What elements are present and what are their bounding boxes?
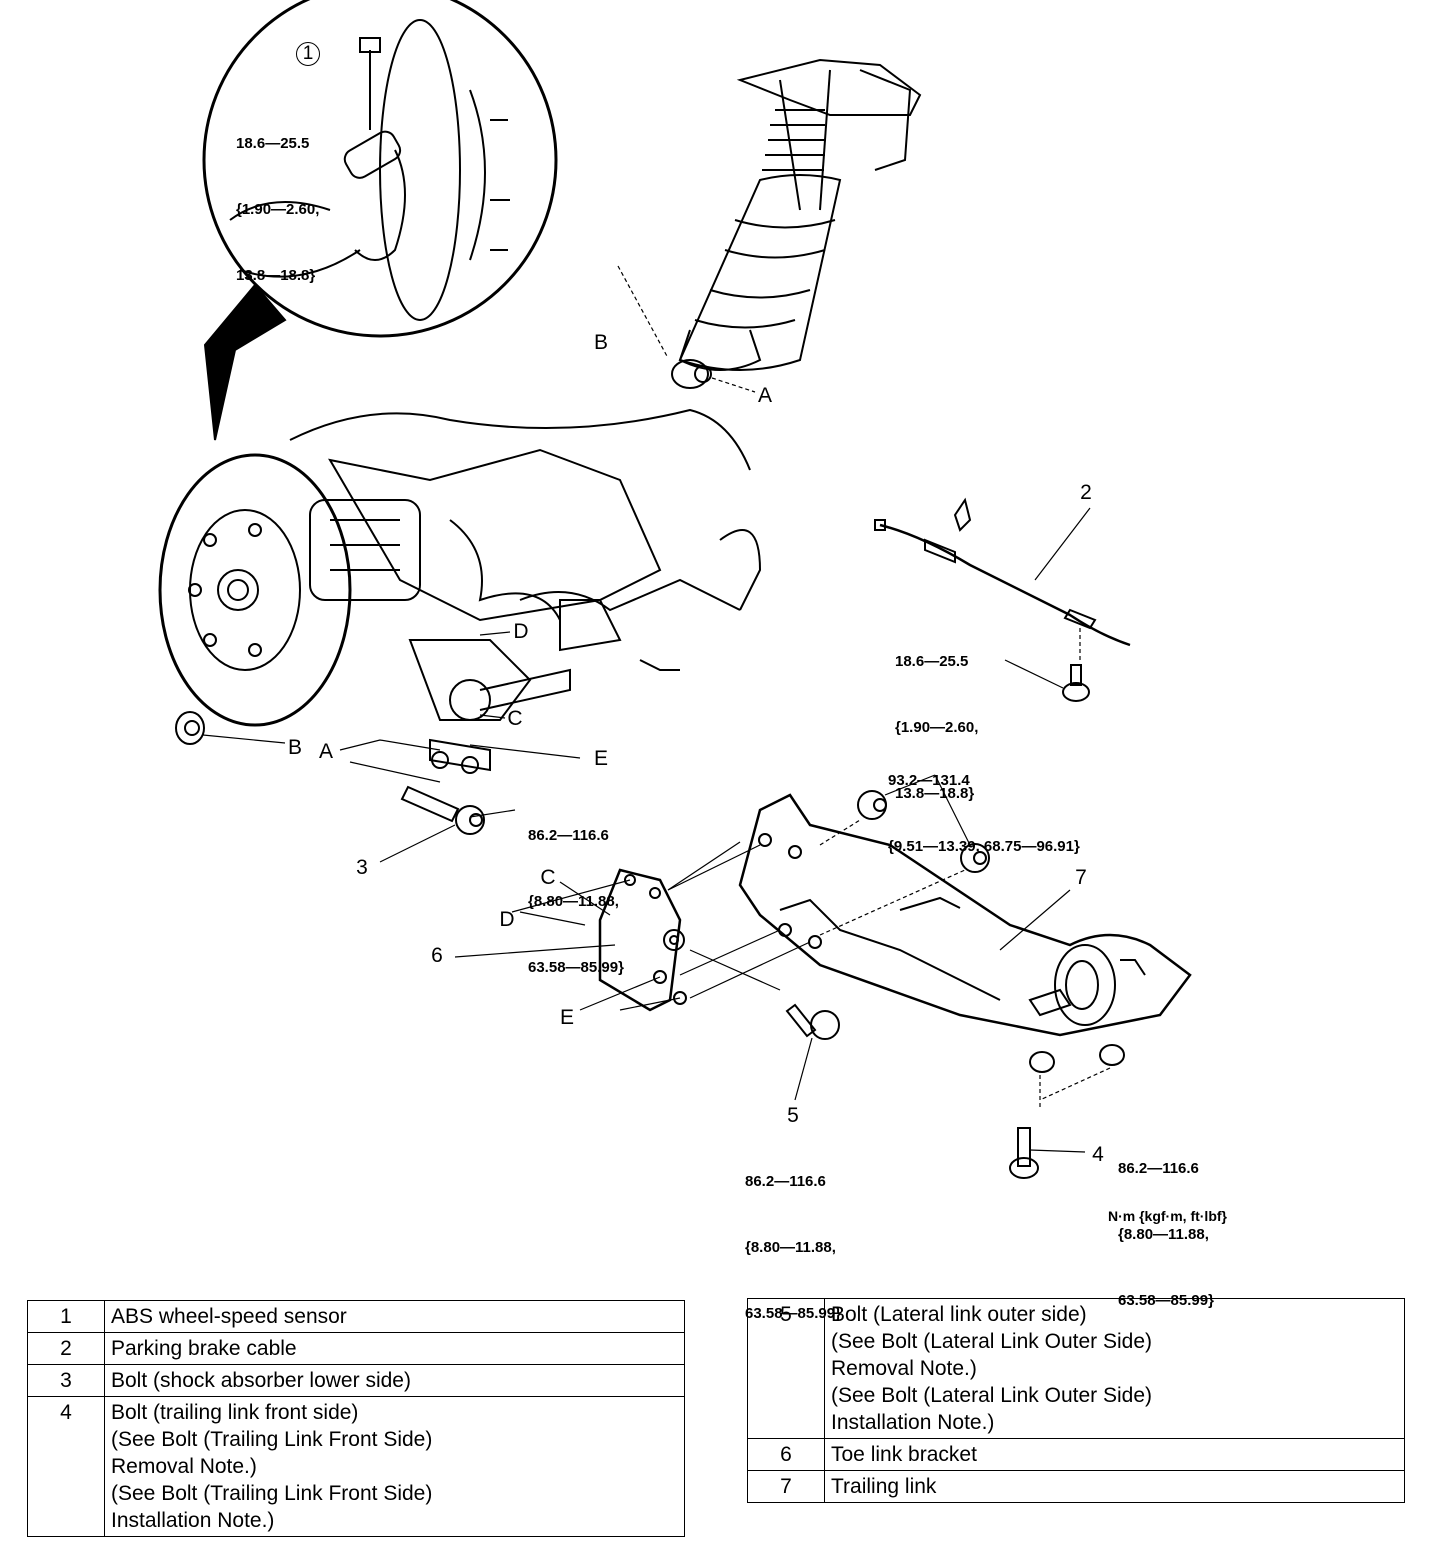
torque-line: {1.90—2.60, (895, 719, 979, 736)
callout-c-mid: C (507, 707, 523, 730)
torque-line: 86.2—116.6 (528, 827, 609, 844)
torque-spec-parking-cable: 18.6—25.5 {1.90—2.60, 13.8—18.8} (895, 607, 978, 827)
callout-a-mid: A (318, 740, 333, 763)
caliper-subframe (289, 408, 762, 774)
torque-line: 63.58—85.99} (528, 959, 624, 976)
table-row: 1 ABS wheel-speed sensor (27, 1300, 685, 1333)
part-line: (See Bolt (Lateral Link Outer Side) (831, 1384, 1152, 1407)
leader-lines (339, 631, 581, 818)
torque-line: 13.8—18.8} (895, 785, 975, 802)
part-description: Bolt (shock absorber lower side) (104, 1364, 685, 1397)
torque-line: 18.6—25.5 (236, 135, 310, 152)
torque-spec-abs-sensor: 18.6—25.5 {1.90—2.60, 13.8—18.8} (236, 89, 319, 309)
table-row: 4 Bolt (trailing link front side) (See B… (27, 1396, 685, 1537)
callout-d-low: D (499, 908, 515, 931)
callout-c-low: C (540, 866, 556, 889)
part-number: 7 (747, 1470, 825, 1503)
part-line: Bolt (shock absorber lower side) (111, 1369, 411, 1392)
torque-line: {8.80—11.88, (745, 1239, 836, 1256)
part-line: Parking brake cable (111, 1337, 297, 1360)
brake-disc-hub (158, 453, 352, 727)
callout-7: 7 (1075, 866, 1087, 889)
torque-line: {1.90—2.60, (236, 201, 320, 218)
torque-line: 13.8—18.8} (236, 267, 316, 284)
torque-line: 93.2—131.4 (888, 772, 970, 789)
trailing-link-shape (738, 793, 1192, 1037)
callout-1: 1 (296, 42, 320, 66)
table-row: 2 Parking brake cable (27, 1332, 685, 1365)
part-description: Trailing link (824, 1470, 1405, 1503)
part-number: 2 (27, 1332, 105, 1365)
bolt-4-shape (1009, 1127, 1086, 1179)
toe-link-bracket-shape (598, 868, 687, 1012)
part-line: Installation Note.) (831, 1411, 995, 1434)
part-description: Bolt (Lateral link outer side) (See Bolt… (824, 1298, 1405, 1439)
abs-sensor-detail-view (202, 0, 558, 338)
part-description: Bolt (trailing link front side) (See Bol… (104, 1396, 685, 1537)
callout-4: 4 (1092, 1143, 1104, 1166)
table-row: 7 Trailing link (747, 1470, 1405, 1503)
torque-line: {9.51—13.39, 68.75—96.91} (888, 838, 1080, 855)
part-description: ABS wheel-speed sensor (104, 1300, 685, 1333)
part-line: Bolt (Lateral link outer side) (831, 1303, 1087, 1326)
table-row: 3 Bolt (shock absorber lower side) (27, 1364, 685, 1397)
part-line: (See Bolt (Lateral Link Outer Side) (831, 1330, 1152, 1353)
shock-absorber (617, 58, 922, 393)
detail-arrow (203, 283, 287, 441)
suspension-exploded-view (158, 0, 1192, 1179)
torque-line: 18.6—25.5 (895, 653, 969, 670)
part-line: Removal Note.) (831, 1357, 977, 1380)
assembly-leaders (454, 819, 1071, 1011)
part-line: Installation Note.) (111, 1509, 275, 1532)
bolt-3-shape (379, 785, 485, 863)
table-row: 5 Bolt (Lateral link outer side) (See Bo… (747, 1298, 1405, 1439)
trailing-link-nuts (857, 774, 1125, 1110)
part-line: (See Bolt (Trailing Link Front Side) (111, 1482, 433, 1505)
torque-line: 86.2—116.6 (1118, 1160, 1199, 1177)
part-line: Toe link bracket (831, 1443, 977, 1466)
callout-b-mid: B (287, 736, 302, 759)
nut (175, 711, 286, 745)
callout-e-low: E (559, 1006, 574, 1029)
part-number: 5 (747, 1298, 825, 1439)
parking-brake-cable-shape (874, 497, 1131, 702)
callout-a-top: A (757, 384, 772, 407)
callout-3: 3 (356, 856, 368, 879)
part-number: 4 (27, 1396, 105, 1537)
torque-spec-shock-lower: 86.2—116.6 {8.80—11.88, 63.58—85.99} (528, 781, 624, 1001)
callout-e-mid: E (593, 747, 608, 770)
callout-6: 6 (431, 944, 443, 967)
part-number: 3 (27, 1364, 105, 1397)
units-note: N·m {kgf·m, ft·lbf} (1108, 1208, 1227, 1224)
part-line: Bolt (trailing link front side) (111, 1401, 359, 1424)
parts-table-left: 1 ABS wheel-speed sensor 2 Parking brake… (27, 1300, 685, 1537)
part-number: 6 (747, 1438, 825, 1471)
table-row: 6 Toe link bracket (747, 1438, 1405, 1471)
callout-b-top: B (593, 331, 608, 354)
part-line: (See Bolt (Trailing Link Front Side) (111, 1428, 433, 1451)
callout-d-mid: D (513, 620, 529, 643)
part-description: Toe link bracket (824, 1438, 1405, 1471)
part-description: Parking brake cable (104, 1332, 685, 1365)
torque-line: {8.80—11.88, (528, 893, 619, 910)
torque-line: {8.80—11.88, (1118, 1226, 1209, 1243)
parts-table-right: 5 Bolt (Lateral link outer side) (See Bo… (747, 1298, 1405, 1503)
part-line: Trailing link (831, 1475, 937, 1498)
part-number: 1 (27, 1300, 105, 1333)
part-line: ABS wheel-speed sensor (111, 1305, 347, 1328)
torque-spec-trailing-link-rear: 93.2—131.4 {9.51—13.39, 68.75—96.91} (888, 726, 1080, 880)
callout-2: 2 (1080, 481, 1092, 504)
callout-5: 5 (787, 1104, 799, 1127)
bolt-5-shape (785, 1003, 840, 1101)
part-line: Removal Note.) (111, 1455, 257, 1478)
torque-line: 86.2—116.6 (745, 1173, 826, 1190)
